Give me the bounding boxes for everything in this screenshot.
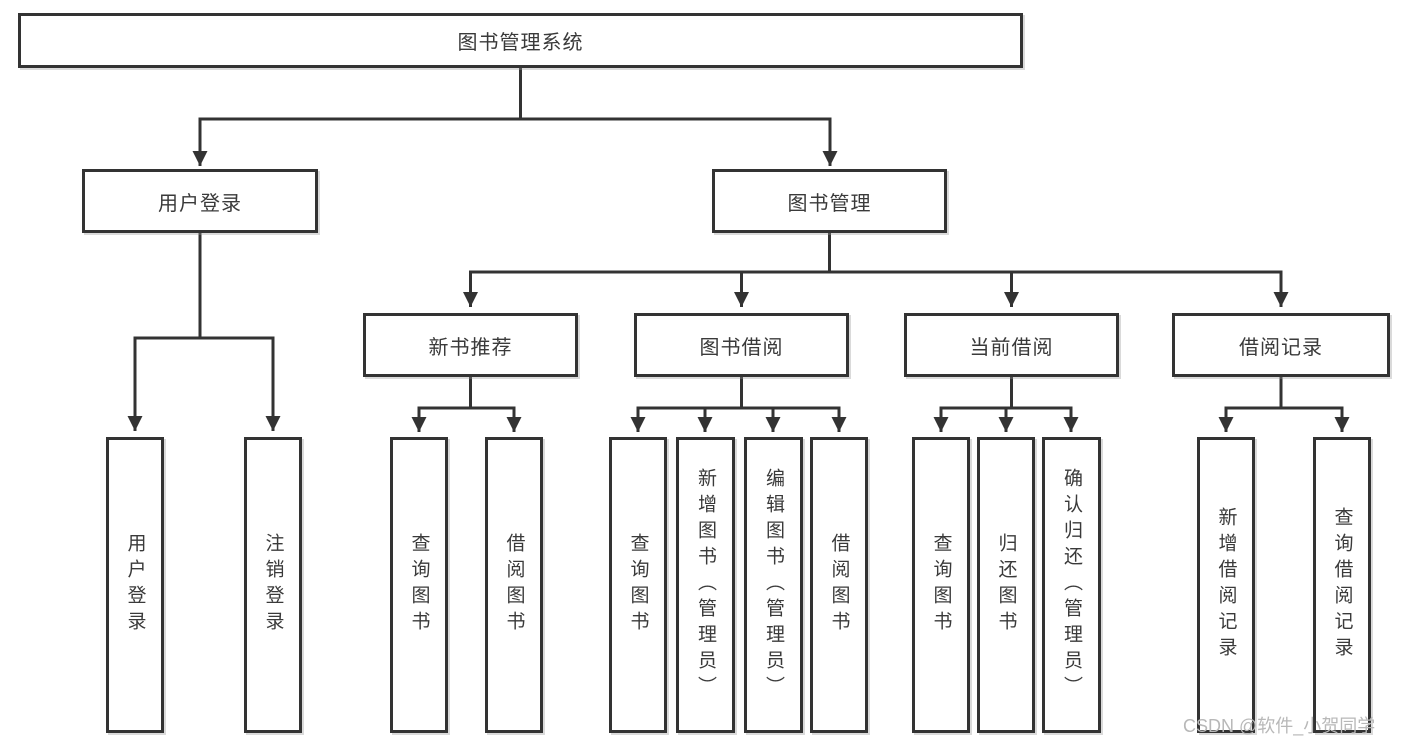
leaf-add-books-admin: 新增图书（管理员） <box>676 437 735 733</box>
leaf-add-borrow-record: 新增借阅记录 <box>1197 437 1255 733</box>
leaf-return-books: 归还图书 <box>977 437 1035 733</box>
wire-book-borrow-split <box>630 375 847 432</box>
wire-new-book-split <box>411 375 522 432</box>
node-current-borrow: 当前借阅 <box>904 313 1119 377</box>
wire-user-login-split <box>127 231 281 431</box>
leaf-query-books-current: 查询图书 <box>912 437 970 733</box>
node-borrow-records: 借阅记录 <box>1172 313 1390 377</box>
csdn-watermark: CSDN @软件_小贺同学 <box>1183 716 1376 736</box>
wire-borrow-records-split <box>1218 375 1350 432</box>
node-user-login: 用户登录 <box>82 169 318 233</box>
leaf-borrow-books-recommend: 借阅图书 <box>485 437 543 733</box>
leaf-query-borrow-record: 查询借阅记录 <box>1313 437 1371 733</box>
leaf-query-books-recommend: 查询图书 <box>390 437 448 733</box>
wire-current-borrow-split <box>933 375 1079 432</box>
leaf-user-login: 用户登录 <box>106 437 164 733</box>
leaf-logout: 注销登录 <box>244 437 302 733</box>
node-book-borrow: 图书借阅 <box>634 313 849 377</box>
node-root: 图书管理系统 <box>18 13 1023 68</box>
leaf-confirm-return-admin: 确认归还（管理员） <box>1042 437 1101 733</box>
wire-book-management-split <box>463 231 1289 307</box>
leaf-edit-books-admin: 编辑图书（管理员） <box>744 437 803 733</box>
node-book-management: 图书管理 <box>712 169 947 233</box>
leaf-borrow-books: 借阅图书 <box>810 437 868 733</box>
wire-root-split <box>192 66 838 166</box>
leaf-query-books-borrow: 查询图书 <box>609 437 667 733</box>
node-new-book-recommend: 新书推荐 <box>363 313 578 377</box>
